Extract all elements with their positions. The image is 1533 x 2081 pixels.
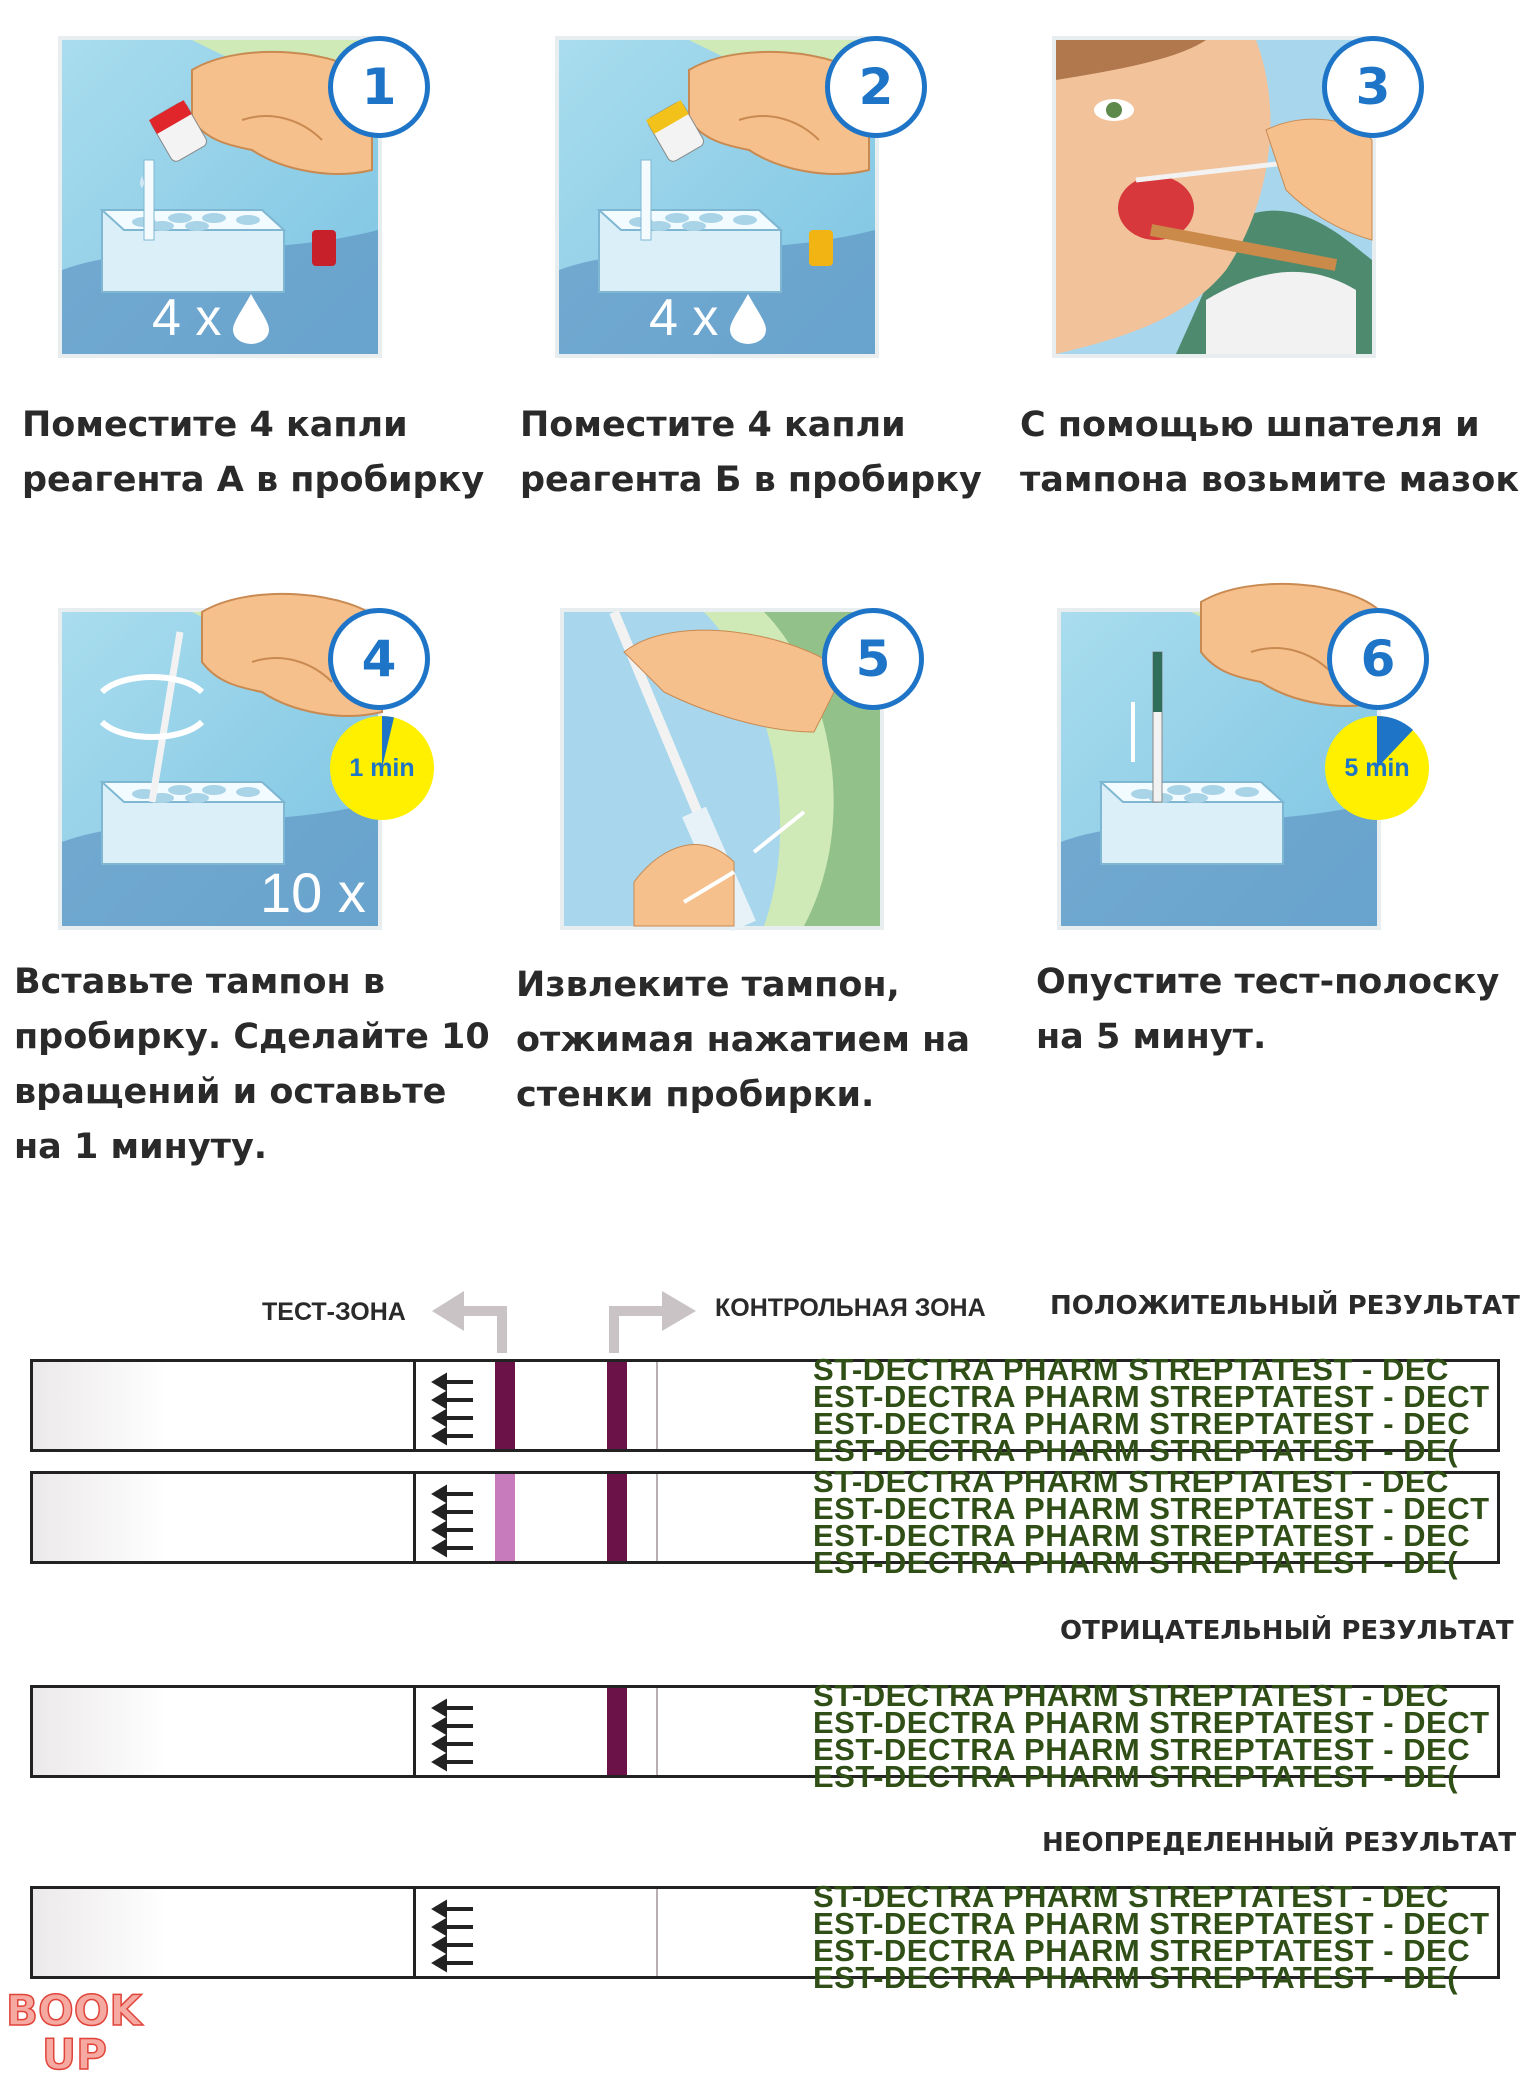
timer-label: 1 min: [349, 753, 415, 782]
strip-brand-line: EST-DECTRA PHARM STREPTATEST - DEC: [813, 1518, 1471, 1553]
control-zone-label: КОНТРОЛЬНАЯ ЗОНА: [715, 1294, 986, 1322]
step-number-badge: 5: [822, 608, 924, 710]
step-3-illustration: 3: [1052, 36, 1424, 358]
strip-brand-line: ST-DECTRA PHARM STREPTATEST - DEC: [813, 1879, 1449, 1914]
test-line: [495, 1362, 515, 1449]
sample-pad: [33, 1688, 413, 1775]
strip-brand-line: EST-DECTRA PHARM STREPTATEST - DECT: [813, 1705, 1490, 1740]
test-zone-arrow-icon: [432, 1291, 507, 1353]
test-line: [495, 1474, 515, 1561]
sample-pad: [33, 1362, 413, 1449]
timer-icon: 1 min: [330, 716, 434, 820]
positive-result-title: ПОЛОЖИТЕЛЬНЫЙ РЕЗУЛЬТАТ: [1050, 1291, 1520, 1321]
svg-text:UP: UP: [42, 2030, 107, 2079]
absorbent-boundary: [656, 1474, 658, 1561]
rotations-count: 10 x: [260, 861, 366, 924]
step-2-illustration: 4 x 2: [555, 36, 927, 358]
pad-divider: [413, 1889, 416, 1976]
undetermined-result-title: НЕОПРЕДЕЛЕННЫЙ РЕЗУЛЬТАТ: [1042, 1828, 1517, 1858]
pad-divider: [413, 1688, 416, 1775]
strip-brand-line: EST-DECTRA PHARM STREPTATEST - DEC: [813, 1732, 1471, 1767]
strip-brand-line: EST-DECTRA PHARM STREPTATEST - DEC: [813, 1406, 1471, 1441]
control-line: [607, 1474, 627, 1561]
timer-icon: 5 min: [1325, 715, 1429, 820]
drops-label: 4 x: [152, 288, 271, 348]
bookup-logo: BOOK UP: [5, 1985, 144, 2080]
svg-text:BOOK: BOOK: [6, 1986, 143, 2035]
strip-brand-line: ST-DECTRA PHARM STREPTATEST - DEC: [813, 1678, 1449, 1713]
control-line: [607, 1688, 627, 1775]
absorbent-boundary: [656, 1688, 658, 1775]
absorbent-boundary: [656, 1362, 658, 1449]
drops-label: 4 x: [649, 288, 768, 348]
strip-brand-line: ST-DECTRA PHARM STREPTATEST - DEC: [813, 1352, 1449, 1387]
sample-pad: [33, 1474, 413, 1561]
control-line: [607, 1362, 627, 1449]
pad-divider: [413, 1474, 416, 1561]
pad-divider: [413, 1362, 416, 1449]
step-4-illustration: 10 x 4 1 min: [58, 592, 434, 930]
bottle-cap: [646, 100, 689, 135]
strip-brand-line: EST-DECTRA PHARM STREPTATEST - DECT: [813, 1379, 1490, 1414]
flow-direction-arrows-icon: [431, 1899, 473, 1973]
flow-direction-arrows-icon: [431, 1698, 473, 1772]
flow-direction-arrows-icon: [431, 1372, 473, 1446]
strip-brand-line: ST-DECTRA PHARM STREPTATEST - DEC: [813, 1464, 1449, 1499]
drop-icon: [233, 294, 270, 344]
sample-pad: [33, 1889, 413, 1976]
strip-brand-line: EST-DECTRA PHARM STREPTATEST - DE(: [813, 1960, 1459, 1995]
step-6-illustration: 6 5 min: [1057, 582, 1429, 930]
strip-brand-line: EST-DECTRA PHARM STREPTATEST - DE(: [813, 1433, 1459, 1468]
bottle-cap: [149, 100, 192, 135]
absorbent-boundary: [656, 1889, 658, 1976]
strip-brand-line: EST-DECTRA PHARM STREPTATEST - DECT: [813, 1906, 1490, 1941]
step-number-badge: 6: [1327, 608, 1429, 710]
strip-brand-line: EST-DECTRA PHARM STREPTATEST - DECT: [813, 1491, 1490, 1526]
step-number-badge: 2: [825, 36, 927, 138]
timer-label: 5 min: [1344, 753, 1410, 782]
step-number-badge: 4: [328, 608, 430, 710]
strip-brand-line: EST-DECTRA PHARM STREPTATEST - DE(: [813, 1759, 1459, 1794]
strip-brand-line: EST-DECTRA PHARM STREPTATEST - DE(: [813, 1545, 1459, 1580]
negative-result-title: ОТРИЦАТЕЛЬНЫЙ РЕЗУЛЬТАТ: [1060, 1616, 1514, 1646]
control-zone-arrow-icon: [609, 1291, 696, 1353]
step-number-badge: 1: [328, 36, 430, 138]
test-zone-label: ТЕСТ-ЗОНА: [262, 1298, 406, 1326]
step-5-illustration: 5: [560, 608, 924, 932]
flow-direction-arrows-icon: [431, 1484, 473, 1558]
step-number-badge: 3: [1322, 36, 1424, 138]
step-1-illustration: 4 x 1: [58, 36, 430, 358]
drop-icon: [730, 294, 767, 344]
strip-brand-line: EST-DECTRA PHARM STREPTATEST - DEC: [813, 1933, 1471, 1968]
